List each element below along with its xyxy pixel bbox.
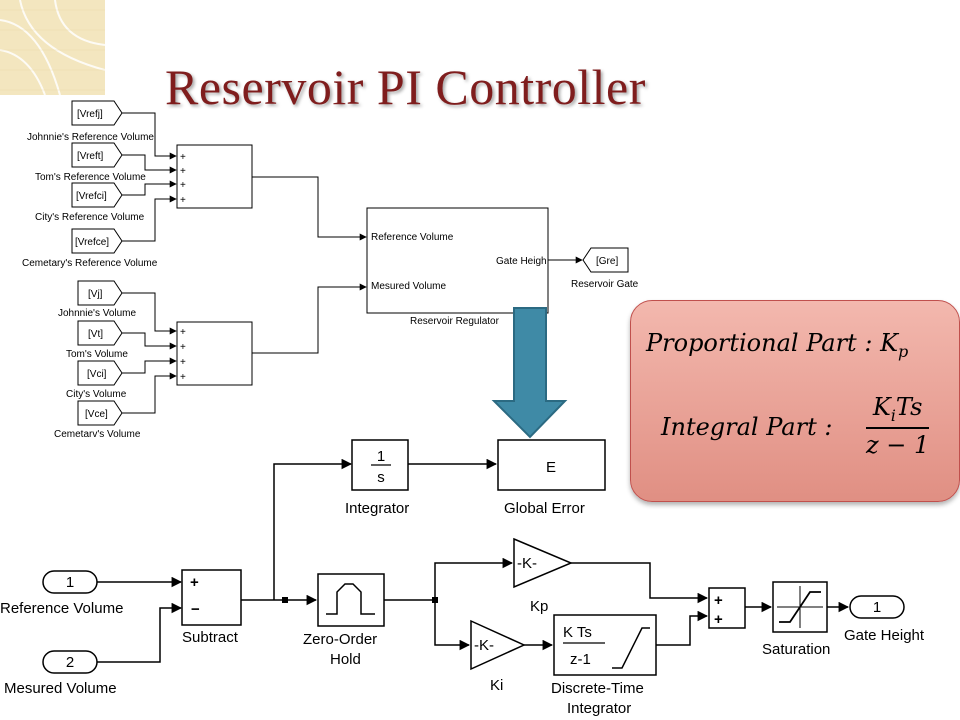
svg-text:+: + bbox=[180, 327, 186, 338]
goto-tag-vrefj: [Vrefj] bbox=[71, 100, 123, 126]
goto-tag-vrefce: [Vrefce] bbox=[71, 228, 123, 254]
dti-label-2: Integrator bbox=[567, 700, 631, 717]
branch-point bbox=[432, 597, 438, 603]
reservoir-gate-label: Reservoir Gate bbox=[571, 279, 639, 290]
svg-text:+: + bbox=[180, 180, 186, 191]
svg-text:+: + bbox=[714, 611, 723, 628]
ki-gain-block: -K- bbox=[470, 619, 526, 671]
top-signal-lines bbox=[122, 112, 583, 414]
svg-text:K Ts: K Ts bbox=[563, 624, 592, 641]
label-city-ref: City's Reference Volume bbox=[35, 212, 145, 223]
zoh-label: Zero-Order bbox=[303, 631, 377, 648]
reservoir-regulator-label: Reservoir Regulator bbox=[410, 316, 500, 327]
svg-text:+: + bbox=[180, 342, 186, 353]
integral-formula-label: Integral Part : bbox=[661, 413, 833, 441]
inport-reference-volume: 1 bbox=[42, 570, 98, 594]
goto-tag-vci: [Vci] bbox=[77, 360, 123, 386]
svg-text:2: 2 bbox=[66, 654, 74, 671]
svg-text:[Vrefce]: [Vrefce] bbox=[75, 237, 109, 248]
label-johnnie-vol: Johnnie's Volume bbox=[58, 308, 137, 319]
svg-text:+: + bbox=[714, 592, 723, 609]
discrete-time-integrator-block: K Ts z-1 bbox=[553, 614, 657, 676]
zero-order-hold-block bbox=[317, 573, 385, 627]
svg-text:+: + bbox=[180, 357, 186, 368]
goto-tag-vce: [Vce] bbox=[77, 400, 123, 426]
goto-tag-vt: [Vt] bbox=[77, 320, 123, 346]
svg-text:-K-: -K- bbox=[517, 555, 537, 572]
global-error-label: Global Error bbox=[504, 500, 585, 517]
global-error-block: E bbox=[497, 439, 606, 491]
svg-text:[Vt]: [Vt] bbox=[88, 329, 103, 340]
svg-text:-K-: -K- bbox=[474, 637, 494, 654]
svg-text:[Vj]: [Vj] bbox=[88, 289, 103, 300]
integrator-block: 1 s bbox=[351, 439, 409, 491]
svg-text:[Vrefj]: [Vrefj] bbox=[77, 109, 103, 120]
slide-title: Reservoir PI Controller bbox=[165, 59, 646, 115]
svg-text:+: + bbox=[190, 574, 199, 591]
saturation-label: Saturation bbox=[762, 641, 830, 658]
integral-formula-fraction: KiTs z − 1 bbox=[866, 393, 930, 459]
outport-gate-height: 1 bbox=[849, 595, 905, 619]
label-cemetary-vol: Cemetarv's Volume bbox=[54, 429, 141, 440]
svg-text:[Vreft]: [Vreft] bbox=[77, 151, 104, 162]
svg-text:z-1: z-1 bbox=[570, 651, 591, 668]
svg-text:[Vce]: [Vce] bbox=[85, 409, 108, 420]
svg-text:[Vci]: [Vci] bbox=[87, 369, 107, 380]
label-tom-ref: Tom's Reference Volume bbox=[35, 172, 146, 183]
label-tom-vol: Tom's Volume bbox=[66, 349, 128, 360]
bottom-signal-lines bbox=[97, 458, 850, 663]
svg-text:E: E bbox=[546, 459, 556, 476]
kp-gain-block: -K- bbox=[513, 537, 573, 589]
goto-tag-vj: [Vj] bbox=[77, 280, 123, 306]
label-johnnie-ref: Johnnie's Reference Volume bbox=[27, 132, 154, 143]
svg-text:1: 1 bbox=[873, 599, 881, 616]
branch-point bbox=[282, 597, 288, 603]
decorative-corner bbox=[0, 0, 105, 95]
svg-text:−: − bbox=[191, 601, 200, 618]
integrator-label: Integrator bbox=[345, 500, 409, 517]
saturation-block bbox=[772, 581, 828, 633]
goto-tag-vreft: [Vreft] bbox=[71, 142, 123, 168]
inport-label-reference: Reference Volume bbox=[0, 600, 123, 617]
pi-formula-box: Proportional Part : Kp Integral Part : K… bbox=[630, 300, 960, 502]
kp-label: Kp bbox=[530, 598, 548, 615]
label-city-vol: City's Volume bbox=[66, 389, 127, 400]
sum-block-pi: + + bbox=[708, 587, 746, 629]
proportional-formula: Proportional Part : Kp bbox=[646, 329, 909, 361]
svg-text:+: + bbox=[180, 166, 186, 177]
dti-label: Discrete-Time bbox=[551, 680, 644, 697]
down-arrow-icon bbox=[491, 307, 568, 439]
svg-text:+: + bbox=[180, 372, 186, 383]
sum-block-volume bbox=[176, 321, 253, 386]
reservoir-regulator-block bbox=[366, 207, 549, 314]
inport-mesured-volume: 2 bbox=[42, 650, 98, 674]
zoh-label-2: Hold bbox=[330, 651, 361, 668]
svg-text:[Vrefci]: [Vrefci] bbox=[76, 191, 107, 202]
ki-label: Ki bbox=[490, 677, 503, 694]
svg-text:1: 1 bbox=[377, 448, 385, 465]
svg-text:+: + bbox=[180, 195, 186, 206]
svg-text:Gate Heigh: Gate Heigh bbox=[496, 256, 547, 267]
label-cemetary-ref: Cemetary's Reference Volume bbox=[22, 258, 158, 269]
goto-tag-vrefci: [Vrefci] bbox=[71, 182, 123, 208]
subtract-block: + − bbox=[181, 569, 242, 626]
goto-tag-gre: [Gre] bbox=[582, 247, 629, 273]
svg-text:Reference Volume: Reference Volume bbox=[371, 232, 454, 243]
svg-text:s: s bbox=[377, 469, 385, 486]
outport-label: Gate Height bbox=[844, 627, 925, 644]
svg-text:[Gre]: [Gre] bbox=[596, 256, 618, 267]
inport-label-mesured: Mesured Volume bbox=[4, 680, 117, 697]
svg-text:+: + bbox=[180, 152, 186, 163]
subtract-label: Subtract bbox=[182, 629, 239, 646]
svg-text:Mesured Volume: Mesured Volume bbox=[371, 281, 446, 292]
svg-text:1: 1 bbox=[66, 574, 74, 591]
sum-block-reference bbox=[176, 144, 253, 209]
